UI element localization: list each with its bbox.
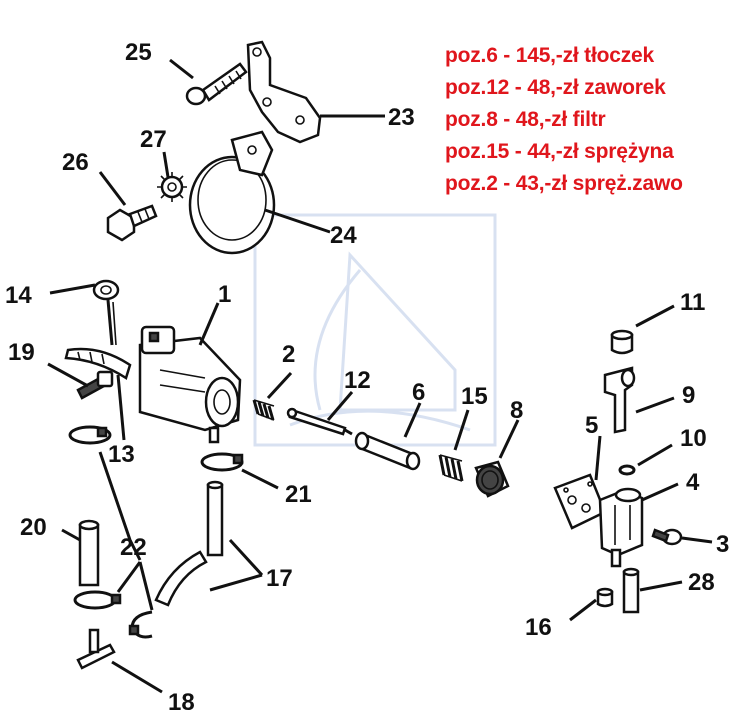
callout-1: 1	[218, 281, 231, 308]
part-26-screw	[106, 204, 158, 242]
callout-12: 12	[344, 367, 371, 394]
part-25-bolt	[185, 62, 248, 106]
price-line-valve-spring: poz.2 - 43,-zł spręż.zawo	[445, 172, 683, 195]
part-21-clip	[200, 452, 244, 472]
part-14-wire	[92, 279, 120, 346]
part-20-tube	[78, 519, 100, 587]
callout-18: 18	[168, 689, 195, 716]
part-28-tube	[622, 567, 640, 614]
part-2-valve-spring	[252, 399, 275, 421]
callout-numbers: 25 23 27 26 24 14 1 19 13 2 12 6 15 8 11…	[5, 39, 729, 716]
callout-19: 19	[8, 339, 35, 366]
callout-25: 25	[125, 39, 152, 66]
callout-4: 4	[686, 469, 700, 496]
callout-15: 15	[461, 383, 488, 410]
part-6-piston	[354, 431, 421, 471]
part-12-valve	[286, 407, 353, 436]
part-3-screw	[651, 528, 683, 546]
callout-6: 6	[412, 379, 425, 406]
callout-27: 27	[140, 126, 167, 153]
callout-14: 14	[5, 282, 32, 309]
callout-10: 10	[680, 425, 707, 452]
callout-13: 13	[108, 441, 135, 468]
part-1-solenoid	[138, 325, 242, 444]
callout-3: 3	[716, 531, 729, 558]
callout-21: 21	[285, 481, 312, 508]
part-27-star-washer	[157, 172, 187, 202]
part-10-o-ring	[618, 464, 636, 476]
part-11-cap	[610, 329, 634, 355]
price-list: poz.6 - 145,-zł tłoczek poz.12 - 48,-zł …	[445, 40, 745, 200]
callout-28: 28	[688, 569, 715, 596]
part-4-valve-body	[598, 487, 644, 568]
callout-23: 23	[388, 104, 415, 131]
part-22-clips	[68, 425, 153, 639]
callout-16: 16	[525, 614, 552, 641]
part-18-tee	[76, 628, 116, 670]
price-line-piston: poz.6 - 145,-zł tłoczek	[445, 44, 654, 67]
callout-26: 26	[62, 149, 89, 176]
part-16-plug	[596, 587, 614, 608]
part-17-hose	[154, 480, 224, 607]
callout-17: 17	[266, 565, 293, 592]
callout-24: 24	[330, 222, 357, 249]
callout-2: 2	[282, 341, 295, 368]
callout-9: 9	[682, 382, 695, 409]
part-13-wire-harness	[64, 347, 132, 380]
callout-20: 20	[20, 514, 47, 541]
part-19-screw	[76, 370, 114, 400]
callout-22: 22	[120, 534, 147, 561]
part-15-spring	[438, 454, 464, 482]
price-line-valve: poz.12 - 48,-zł zaworek	[445, 76, 666, 99]
part-8-filter	[474, 460, 510, 498]
part-24-clamp	[188, 130, 276, 255]
price-line-spring: poz.15 - 44,-zł sprężyna	[445, 140, 674, 163]
callout-11: 11	[680, 289, 705, 316]
price-line-filter: poz.8 - 48,-zł filtr	[445, 108, 606, 131]
part-9-stem	[603, 366, 636, 434]
part-23-bracket	[246, 40, 322, 144]
part-5-gasket	[553, 473, 607, 530]
leader-lines	[47, 58, 713, 694]
callout-8: 8	[510, 397, 523, 424]
callout-5: 5	[585, 412, 598, 439]
